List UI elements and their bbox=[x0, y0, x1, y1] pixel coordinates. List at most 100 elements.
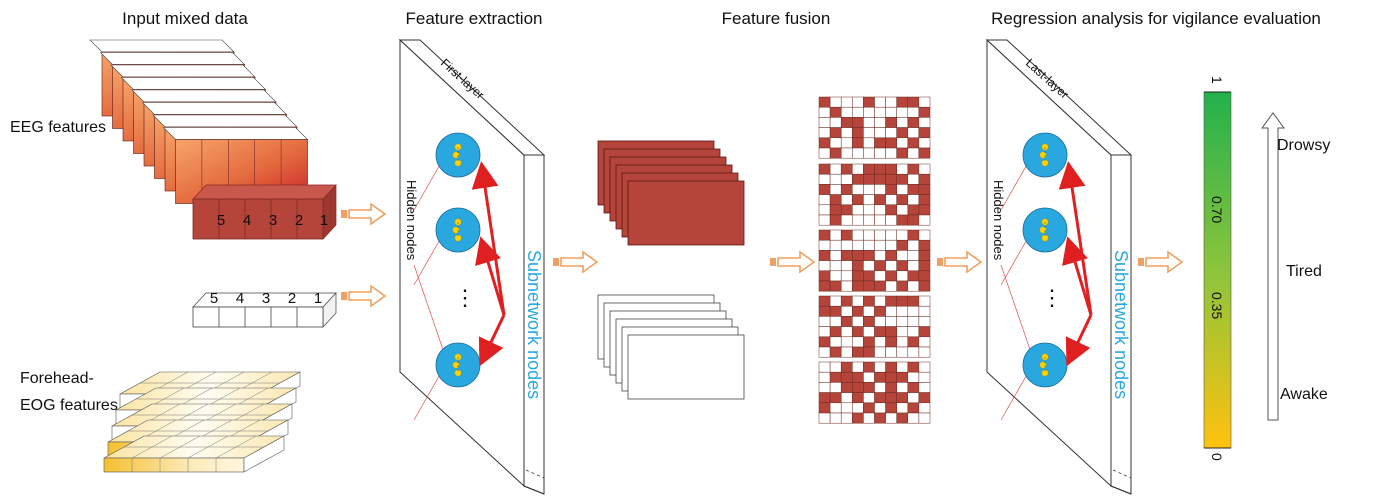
fusion-cell bbox=[863, 295, 875, 307]
fusion-cell bbox=[840, 260, 853, 272]
fusion-cell bbox=[863, 316, 875, 327]
fusion-cell bbox=[907, 295, 920, 307]
fusion-cell bbox=[874, 163, 886, 175]
fusion-cell bbox=[863, 106, 875, 118]
fusion-cell bbox=[829, 106, 842, 118]
fusion-cell bbox=[863, 326, 875, 338]
fusion-cell bbox=[874, 392, 886, 404]
fusion-cell bbox=[852, 336, 864, 348]
fusion-cell bbox=[818, 147, 831, 159]
fusion-cell bbox=[863, 412, 875, 424]
fusion-cell bbox=[885, 229, 897, 241]
fusion-cell bbox=[896, 184, 909, 195]
fusion-cell bbox=[907, 326, 920, 338]
fusion-cell bbox=[840, 412, 853, 424]
fusion-cell bbox=[818, 229, 831, 241]
fusion-cell bbox=[863, 214, 875, 226]
fusion-cell bbox=[874, 371, 886, 383]
fusion-cell bbox=[874, 280, 886, 292]
fusion-cell bbox=[818, 295, 831, 307]
fusion-cell bbox=[863, 127, 875, 139]
fusion-cell bbox=[896, 346, 909, 358]
flow-arrow-icon bbox=[937, 250, 983, 274]
state-tired-label: Tired bbox=[1286, 263, 1322, 280]
fusion-cell bbox=[885, 250, 897, 261]
fusion-cell bbox=[918, 316, 931, 327]
fusion-cell bbox=[829, 163, 842, 175]
flow-arrow-head bbox=[1145, 250, 1184, 274]
title-feature-extraction: Feature extraction bbox=[405, 9, 542, 28]
fusion-cell bbox=[896, 127, 909, 139]
fusion-cell bbox=[863, 184, 875, 195]
fusion-cell bbox=[918, 127, 931, 139]
fusion-cell bbox=[896, 280, 909, 292]
subnetwork-arrow bbox=[478, 314, 506, 367]
eog-seq-cell: 5 bbox=[210, 290, 218, 307]
fusion-cell bbox=[852, 194, 864, 206]
fusion-cell bbox=[818, 305, 831, 317]
eog-seq-cell: 2 bbox=[288, 290, 296, 307]
flow-arrow-tail bbox=[1138, 258, 1144, 266]
fusion-cell bbox=[829, 305, 842, 317]
fusion-cell bbox=[818, 194, 831, 206]
fusion-cell bbox=[840, 173, 853, 185]
fusion-cell bbox=[918, 204, 931, 216]
fusion-block bbox=[818, 295, 931, 358]
fusion-cell bbox=[885, 280, 897, 292]
scale-label-top: 1 bbox=[1209, 76, 1225, 84]
fusion-cell bbox=[885, 260, 897, 272]
fusion-cell bbox=[863, 382, 875, 393]
fusion-cell bbox=[840, 117, 853, 128]
vigilance-scale: 1 0.70 0.35 0 bbox=[1203, 76, 1232, 461]
fusion-cell bbox=[863, 173, 875, 185]
fusion-cell bbox=[840, 402, 853, 414]
fusion-cell bbox=[829, 204, 842, 216]
fusion-cell bbox=[874, 184, 886, 195]
fusion-cell bbox=[918, 184, 931, 195]
fusion-cell bbox=[852, 137, 864, 149]
fusion-cell bbox=[907, 316, 920, 327]
fusion-cell bbox=[885, 402, 897, 414]
fusion-cell bbox=[829, 239, 842, 251]
fusion-cell bbox=[840, 361, 853, 373]
fusion-cell bbox=[874, 295, 886, 307]
fusion-cell bbox=[863, 250, 875, 261]
fusion-cell bbox=[918, 147, 931, 159]
fusion-cell bbox=[829, 371, 842, 383]
fusion-cell bbox=[852, 96, 864, 108]
fusion-cell bbox=[852, 361, 864, 373]
fusion-cell bbox=[818, 260, 831, 272]
fusion-cell bbox=[907, 361, 920, 373]
fusion-cell bbox=[852, 316, 864, 327]
hidden-node-dot bbox=[452, 226, 460, 234]
node-ellipsis: ⋮ bbox=[454, 285, 476, 310]
state-awake-label: Awake bbox=[1280, 386, 1328, 403]
fusion-cell bbox=[885, 336, 897, 348]
subnetwork-nodes-label: Subnetwork nodes bbox=[524, 250, 544, 399]
eog-slab-front bbox=[103, 457, 245, 473]
flow-arrow-icon bbox=[341, 202, 387, 226]
fusion-cell bbox=[829, 260, 842, 272]
scale-label-lower-mid: 0.35 bbox=[1209, 292, 1225, 319]
eog-seq-cell: 3 bbox=[262, 290, 270, 307]
fusion-cell bbox=[885, 326, 897, 338]
fusion-cell bbox=[918, 173, 931, 185]
fusion-cell bbox=[840, 229, 853, 241]
state-drowsy-label: Drowsy bbox=[1277, 137, 1330, 154]
fusion-cell bbox=[907, 106, 920, 118]
fusion-cell bbox=[863, 371, 875, 383]
eeg-seq-cell: 2 bbox=[295, 212, 303, 229]
fusion-cell bbox=[863, 260, 875, 272]
fusion-cell bbox=[885, 194, 897, 206]
fusion-cell bbox=[918, 392, 931, 404]
fusion-cell bbox=[818, 106, 831, 118]
fusion-cell bbox=[874, 229, 886, 241]
fusion-cell bbox=[840, 204, 853, 216]
fusion-cell bbox=[840, 316, 853, 327]
fusion-cell bbox=[896, 137, 909, 149]
fusion-cell bbox=[874, 127, 886, 139]
fusion-cell bbox=[918, 326, 931, 338]
fusion-cell bbox=[896, 194, 909, 206]
fusion-cell bbox=[907, 239, 920, 251]
fusion-cell bbox=[840, 239, 853, 251]
